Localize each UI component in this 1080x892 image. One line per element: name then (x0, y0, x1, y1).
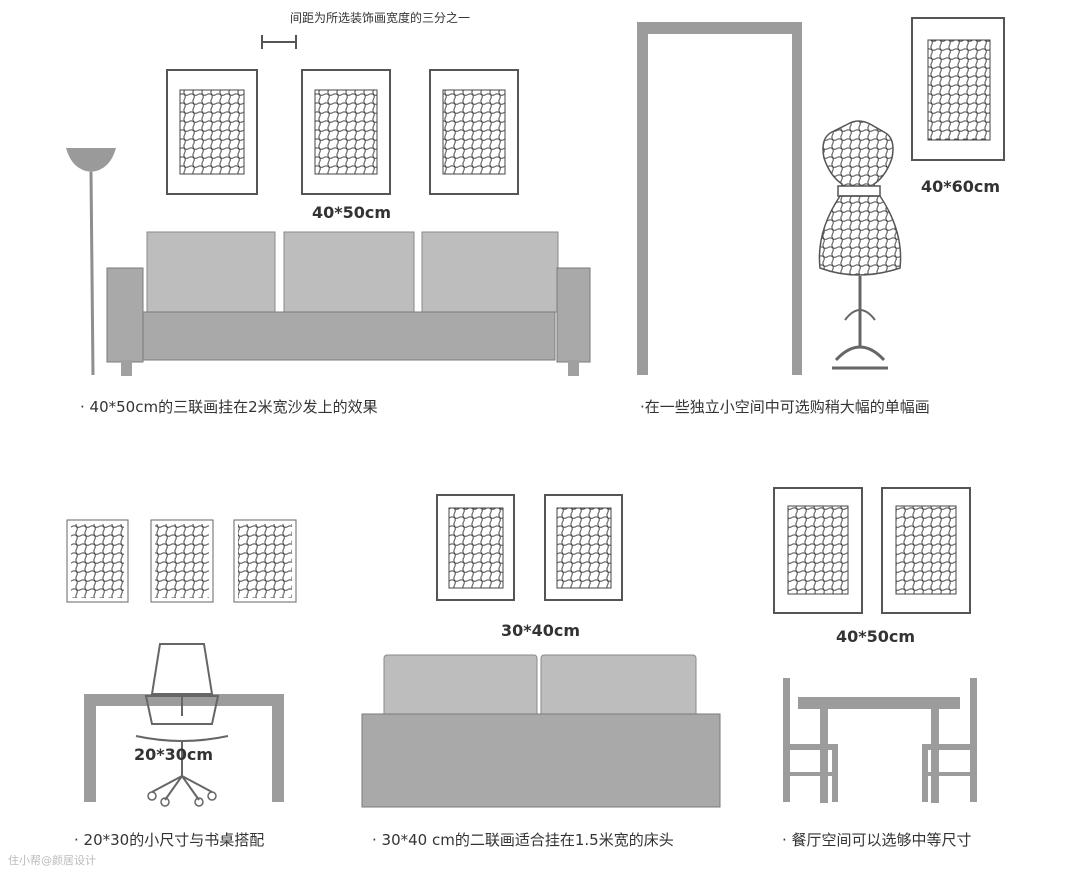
spacing-note: 间距为所选装饰画宽度的三分之一 (290, 10, 470, 25)
watermark-text: 住小帮@颜居设计 (8, 853, 96, 867)
desk-frame-3 (233, 519, 297, 603)
mannequin-icon (818, 120, 902, 370)
bedroom-caption: · 30*40 cm的二联画适合挂在1.5米宽的床头 (372, 831, 674, 849)
study-desk-size-label: 20*30cm (134, 745, 213, 764)
single-frame-large (911, 17, 1005, 161)
bedroom-panel: 30*40cm · 30*40 cm的二联画适合挂在1.5米宽的床头 (361, 494, 721, 849)
dining-table-icon (798, 697, 960, 803)
desk-frame-1 (66, 519, 129, 603)
door-frame-icon (637, 22, 802, 375)
diptych-frame-1 (436, 494, 515, 601)
diptych-frame-2 (544, 494, 623, 601)
dining-chair-right-icon (922, 678, 977, 802)
bed-icon (361, 654, 721, 808)
desk-lamp-icon (150, 643, 214, 716)
entry-size-label: 40*60cm (921, 177, 1000, 196)
dining-chair-left-icon (783, 678, 838, 802)
triptych-frame-2 (301, 69, 391, 195)
desk-frame-2 (150, 519, 214, 603)
office-chair-icon (135, 695, 229, 807)
dining-frame-2 (881, 487, 971, 614)
bedroom-size-label: 30*40cm (501, 621, 580, 640)
study-desk-panel: 20*30cm · 20*30的小尺寸与书桌搭配 (66, 519, 297, 849)
dining-size-label: 40*50cm (836, 627, 915, 646)
dining-frame-1 (773, 487, 863, 614)
sofa-icon (106, 231, 591, 376)
triptych-frame-1 (166, 69, 258, 195)
spacing-dimension-marker (261, 35, 297, 49)
floor-lamp (66, 148, 116, 376)
dining-room-caption: · 餐厅空间可以选够中等尺寸 (782, 831, 972, 849)
study-desk-caption: · 20*30的小尺寸与书桌搭配 (74, 831, 264, 849)
dining-room-panel: 40*50cm · 餐厅空间可以选够中等尺寸 (773, 487, 977, 849)
living-room-panel: 间距为所选装饰画宽度的三分之一 40*50cm (66, 10, 591, 416)
living-room-size-label: 40*50cm (312, 203, 391, 222)
triptych-frame-3 (429, 69, 519, 195)
desk-icon (84, 694, 284, 802)
entry-space-caption: ·在一些独立小空间中可选购稍大幅的单幅画 (640, 398, 930, 416)
entry-space-panel: 40*60cm ·在一些独立小空间中可选购稍大幅的单幅画 (637, 17, 1005, 416)
living-room-caption: · 40*50cm的三联画挂在2米宽沙发上的效果 (80, 398, 378, 416)
